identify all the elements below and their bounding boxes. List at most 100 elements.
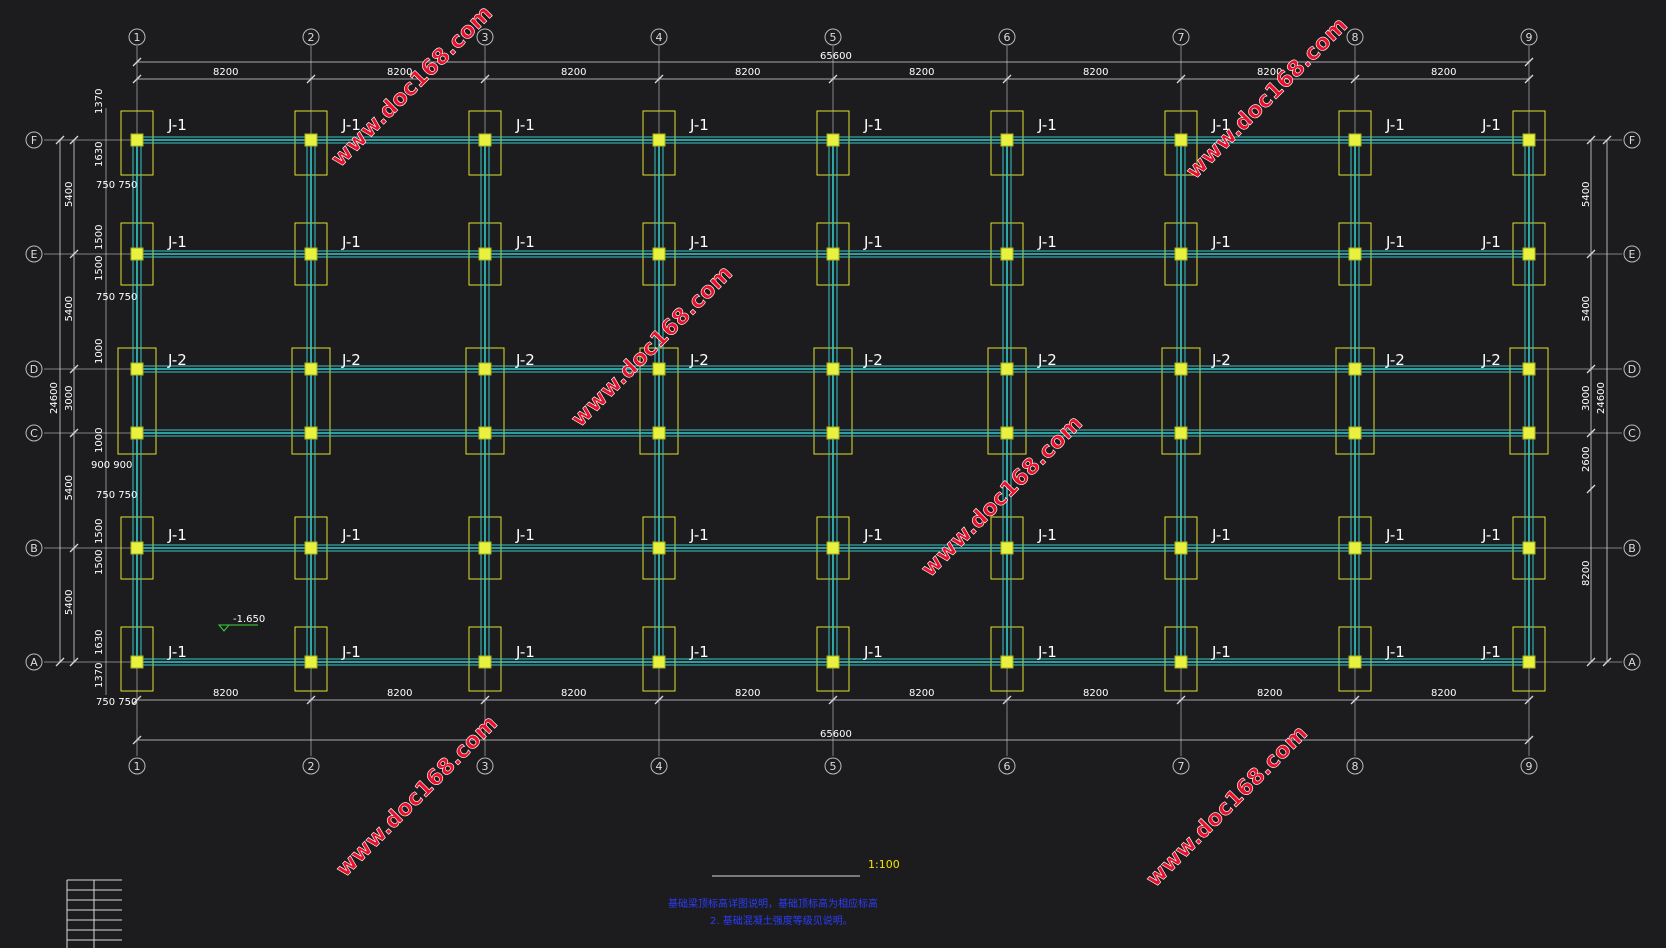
bay-dim-text: 8200 [387, 688, 412, 699]
dim-tick [1002, 695, 1012, 705]
bay-dim-text: 8200 [909, 67, 934, 78]
column-B1 [130, 541, 144, 555]
column-A7 [1174, 655, 1188, 669]
note-line-2: 2. 基础混凝土强度等级见说明。 [710, 914, 853, 927]
dim-tick [1586, 249, 1596, 259]
dim-tick [69, 543, 79, 553]
column-C2 [304, 426, 318, 440]
axis-col-top-4: 4 [656, 31, 663, 44]
note-line-1: 基础梁顶标高详图说明，基础顶标高为相应标高 [668, 897, 878, 910]
column-A6 [1000, 655, 1014, 669]
footing-label-B6: J-1 [1037, 526, 1057, 544]
column-C9 [1522, 426, 1536, 440]
bay-dim-text: 8200 [387, 67, 412, 78]
column-F7 [1174, 133, 1188, 147]
dim-tick [69, 428, 79, 438]
dim-tick [1002, 74, 1012, 84]
axis-col-bottom-4-circle [650, 757, 668, 775]
axis-col-bottom-3-circle [476, 757, 494, 775]
right-span-text: 2600 [1581, 447, 1592, 472]
bay-dim-text: 8200 [561, 688, 586, 699]
axis-col-bottom-7-circle [1172, 757, 1190, 775]
dim-tick [1524, 74, 1534, 84]
dim-tick [1586, 428, 1596, 438]
watermark-text: www.doc168.com [1182, 13, 1353, 184]
dim-tick [132, 695, 142, 705]
axis-col-bottom-9: 9 [1526, 760, 1533, 773]
axis-row-left-C-circle [25, 424, 43, 442]
axis-col-bottom-1-circle [128, 757, 146, 775]
axis-row-right-A-circle [1623, 653, 1641, 671]
offset-dim-text: 1500 [94, 550, 105, 575]
column-F3 [478, 133, 492, 147]
axis-row-right-F-circle [1623, 131, 1641, 149]
column-D1 [130, 362, 144, 376]
elevation-marker: -1.650 [217, 614, 265, 632]
axis-row-left-E: E [31, 248, 38, 261]
scale-block: 1:100 [712, 858, 900, 877]
footing-label-B3: J-1 [515, 526, 535, 544]
column-E7 [1174, 247, 1188, 261]
column-F8 [1348, 133, 1362, 147]
column-F9 [1522, 133, 1536, 147]
axis-col-bottom-7: 7 [1178, 760, 1185, 773]
columns [130, 133, 1536, 669]
footing-label-F3: J-1 [515, 116, 535, 134]
column-F2 [304, 133, 318, 147]
axis-row-left-B: B [30, 542, 38, 555]
column-F1 [130, 133, 144, 147]
column-A5 [826, 655, 840, 669]
dim-tick [654, 74, 664, 84]
right-span-text: 3000 [1581, 386, 1592, 411]
footing-label-B2: J-1 [341, 526, 361, 544]
column-E1 [130, 247, 144, 261]
beams [132, 136, 1534, 666]
footing-label-E5: J-1 [863, 233, 883, 251]
axis-col-top-5: 5 [830, 31, 837, 44]
bay-dim-text: 8200 [1257, 67, 1282, 78]
axis-row-left-D: D [30, 363, 38, 376]
dim-tick [480, 74, 490, 84]
axis-row-left-F: F [31, 134, 37, 147]
elevation-value: -1.650 [233, 614, 265, 625]
dim-tick [132, 74, 142, 84]
footing-label-A7: J-1 [1211, 643, 1231, 661]
axis-col-top-8: 8 [1352, 31, 1359, 44]
axis-row-right-E: E [1629, 248, 1636, 261]
footing-label-A2: J-1 [341, 643, 361, 661]
column-A2 [304, 655, 318, 669]
axis-row-left-A: A [30, 656, 38, 669]
axis-row-right-B: B [1628, 542, 1636, 555]
axis-col-top-2-circle [302, 28, 320, 46]
column-B8 [1348, 541, 1362, 555]
column-E5 [826, 247, 840, 261]
axis-col-bottom-5: 5 [830, 760, 837, 773]
footing-label-F9: J-1 [1481, 116, 1501, 134]
bay-dim-text: 8200 [1257, 688, 1282, 699]
dim-tick [1350, 695, 1360, 705]
dim-tick [69, 249, 79, 259]
axis-row-right-C-circle [1623, 424, 1641, 442]
axis-row-right-C: C [1628, 427, 1636, 440]
left-span-text: 3000 [64, 386, 75, 411]
right-span-text: 8200 [1581, 561, 1592, 586]
dim-tick [1602, 135, 1612, 145]
column-C5 [826, 426, 840, 440]
column-F4 [652, 133, 666, 147]
axis-col-top-7-circle [1172, 28, 1190, 46]
footing-label-E2: J-1 [341, 233, 361, 251]
axis-col-top-6-circle [998, 28, 1016, 46]
axis-row-right-D-circle [1623, 360, 1641, 378]
footing-label-E7: J-1 [1211, 233, 1231, 251]
dim-tick [1350, 74, 1360, 84]
offset-dim-text: 1000 [94, 339, 105, 364]
axis-row-right-A: A [1628, 656, 1636, 669]
right-total-text: 24600 [1596, 382, 1607, 414]
axis-col-top-3: 3 [482, 31, 489, 44]
footing-label-F4: J-1 [689, 116, 709, 134]
column-A8 [1348, 655, 1362, 669]
axis-col-bottom-4: 4 [656, 760, 663, 773]
dim-tick [306, 695, 316, 705]
